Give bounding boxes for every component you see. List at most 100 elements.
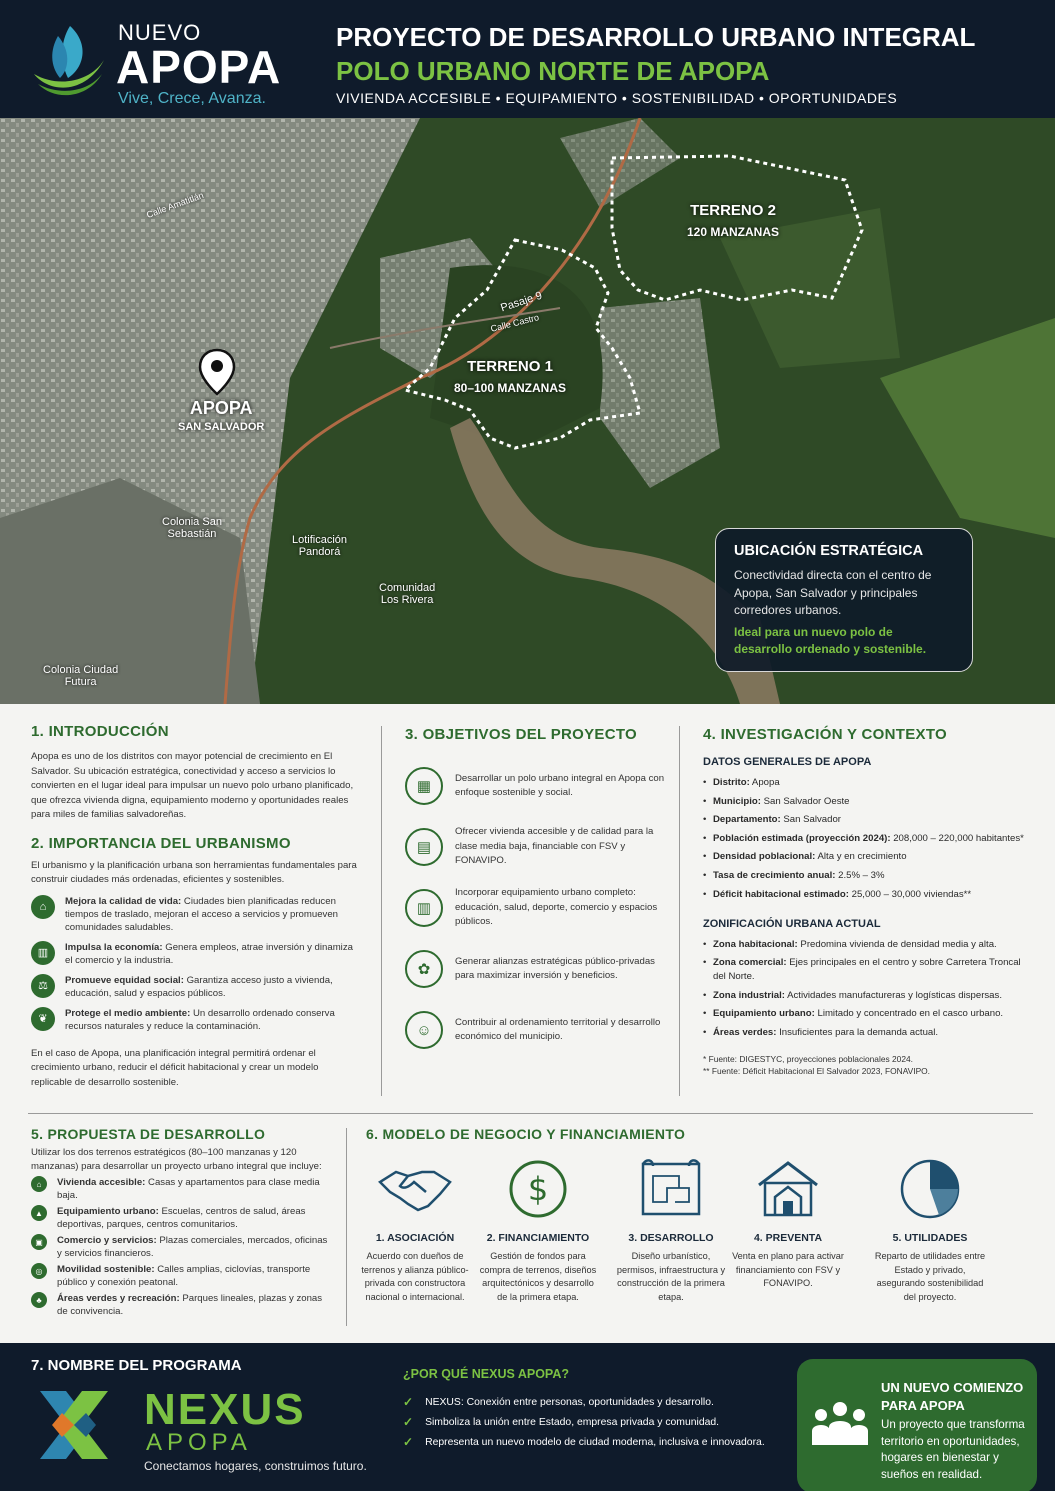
step-title: 3. DESARROLLO xyxy=(628,1232,714,1244)
dato-item: Tasa de crecimiento anual: 2.5% – 3% xyxy=(703,869,1033,883)
dato-item: Déficit habitacional estimado: 25,000 – … xyxy=(703,888,1033,902)
propuesta-item-text: Vivienda accesible: Casas y apartamentos… xyxy=(57,1176,331,1202)
propuesta-item-text: Comercio y servicios: Plazas comerciales… xyxy=(57,1234,331,1260)
dato-item-text: 2.5% – 3% xyxy=(835,869,885,881)
pie-chart-icon xyxy=(870,1158,990,1220)
dato-item: Departamento: San Salvador xyxy=(703,813,1033,827)
why-heading: ¿POR QUÉ NEXUS APOPA? xyxy=(403,1367,569,1381)
zona-item-text: Limitado y concentrado en el casco urban… xyxy=(814,1008,1004,1020)
intro-heading: 1. INTRODUCCIÓN xyxy=(31,723,169,740)
propuesta-item-bold: Movilidad sostenible: xyxy=(57,1264,155,1275)
importancia-closing: En el caso de Apopa, una planificación i… xyxy=(31,1047,319,1088)
svg-text:$: $ xyxy=(528,1170,548,1208)
importancia-item-text: Mejora la calidad de vida: Ciudades bien… xyxy=(65,895,361,934)
programa-heading: 7. NOMBRE DEL PROGRAMA xyxy=(31,1357,242,1374)
objetivo-item: ☺Contribuir al ordenamiento territorial … xyxy=(405,1010,665,1050)
objetivo-text: Generar alianzas estratégicas público-pr… xyxy=(455,955,655,982)
propuesta-heading: 5. PROPUESTA DE DESARROLLO xyxy=(31,1126,266,1142)
house-sale-icon xyxy=(728,1158,848,1220)
footnote-1: * Fuente: DIGESTYC, proyecciones poblaci… xyxy=(703,1053,913,1064)
importancia-item-body: Ciudades bien planificadas reducen tiemp… xyxy=(65,895,339,933)
terreno-2-name: TERRENO 2 xyxy=(690,202,776,219)
why-text: Simboliza la unión entre Estado, empresa… xyxy=(425,1416,720,1428)
terreno-2-label: TERRENO 2 120 MANZANAS xyxy=(678,202,788,239)
propuesta-text: Utilizar los dos terrenos estratégicos (… xyxy=(31,1147,322,1172)
leaf-icon: ❦ xyxy=(31,1006,55,1031)
apopa-leaf-logo-icon xyxy=(34,26,104,96)
blueprint-icon xyxy=(611,1158,731,1220)
handshake-icon xyxy=(355,1158,475,1220)
zona-item-text: Actividades manufactureras y logísticas … xyxy=(784,989,1002,1001)
modelo-heading: 6. MODELO DE NEGOCIO Y FINANCIAMIENTO xyxy=(366,1126,686,1142)
importancia-item: ▥Impulsa la economía: Genera empleos, at… xyxy=(31,940,361,967)
objetivo-text: Contribuir al ordenamiento territorial y… xyxy=(455,1016,661,1043)
zona-item: Zona habitacional: Predomina vivienda de… xyxy=(703,938,1033,952)
propuesta-item: ♣Áreas verdes y recreación: Parques line… xyxy=(31,1292,331,1318)
header-tags: VIVIENDA ACCESIBLE • EQUIPAMIENTO • SOST… xyxy=(336,90,898,106)
importancia-item-bold: Protege el medio ambiente: xyxy=(65,1007,191,1019)
objetivo-text: Incorporar equipamiento urbano completo:… xyxy=(455,887,658,928)
objetivo-item: ✿Generar alianzas estratégicas público-p… xyxy=(405,949,665,989)
zona-item-bold: Zona comercial: xyxy=(713,957,787,969)
importancia-item-body: Garantiza acceso justo a vivienda, educa… xyxy=(65,974,333,999)
intro-text: Apopa es uno de los distritos con mayor … xyxy=(31,751,354,820)
dato-item: Distrito: Apopa xyxy=(703,776,1033,790)
dato-item-text: Apopa xyxy=(749,777,780,788)
step-text: Reparto de utilidades entre Estado y pri… xyxy=(874,1251,986,1302)
pin-sub: SAN SALVADOR xyxy=(178,421,265,433)
bike-icon: ◎ xyxy=(31,1263,47,1279)
dato-item-bold: Densidad poblacional: xyxy=(713,851,816,863)
propuesta-item-text: Áreas verdes y recreación: Parques linea… xyxy=(57,1292,331,1318)
step-title: 4. PREVENTA xyxy=(753,1232,823,1244)
location-pin-icon xyxy=(198,348,236,396)
section-investigacion: 4. INVESTIGACIÓN Y CONTEXTO DATOS GENERA… xyxy=(703,726,1033,1076)
place-colonia-ciudad-futura: Colonia Ciudad Futura xyxy=(43,664,119,688)
place-colonia-san-sebastian: Colonia San Sebastián xyxy=(162,516,222,540)
propuesta-item-body: Escuelas, centros de salud, áreas deport… xyxy=(57,1206,306,1230)
objetivo-item: ▦Desarrollar un polo urbano integral en … xyxy=(405,766,665,806)
propuesta-item: ▲Equipamiento urbano: Escuelas, centros … xyxy=(31,1205,331,1231)
dato-item-text: San Salvador Oeste xyxy=(760,795,850,807)
check-icon: ✓ xyxy=(403,1435,414,1449)
objetivos-list: ▦Desarrollar un polo urbano integral en … xyxy=(405,766,665,1050)
nexus-sub: APOPA xyxy=(146,1429,252,1456)
nuevo-comienzo-card: UN NUEVO COMIENZO PARA APOPA Un proyecto… xyxy=(797,1359,1037,1491)
place-comunidad-los-rivera: Comunidad Los Rivera xyxy=(379,582,436,606)
zona-item: Áreas verdes: Insuficientes para la dema… xyxy=(703,1026,1033,1040)
zona-item-bold: Zona industrial: xyxy=(713,989,785,1001)
importancia-item-body: Genera empleos, atrae inversión y dinami… xyxy=(65,941,353,966)
propuesta-item-body: Casas y apartamentos para clase media ba… xyxy=(57,1177,320,1201)
datos-heading: DATOS GENERALES DE APOPA xyxy=(703,756,872,768)
apopa-pin-label: APOPA SAN SALVADOR xyxy=(178,398,264,433)
investigacion-heading: 4. INVESTIGACIÓN Y CONTEXTO xyxy=(703,726,947,743)
importancia-item-bold: Impulsa la economía: xyxy=(65,941,163,953)
zona-item-bold: Áreas verdes: xyxy=(713,1026,777,1038)
step-text: Venta en plano para activar financiamien… xyxy=(732,1251,844,1288)
facilities-icon: ▥ xyxy=(405,889,443,927)
objetivo-item: ▥ Incorporar equipamiento urbano completo… xyxy=(405,887,665,928)
dato-item-bold: Departamento: xyxy=(713,814,781,826)
importancia-item-body: Un desarrollo ordenado conserva recursos… xyxy=(65,1007,335,1032)
ubicacion-text: Conectividad directa con el centro de Ap… xyxy=(734,568,932,617)
objetivo-item: ▤Ofrecer vivienda accesible y de calidad… xyxy=(405,826,665,867)
datos-list: Distrito: ApopaMunicipio: San Salvador O… xyxy=(703,776,1033,902)
dato-item: Municipio: San Salvador Oeste xyxy=(703,795,1033,809)
importancia-item-text: Promueve equidad social: Garantiza acces… xyxy=(65,974,361,1000)
logo-apopa-text: APOPA xyxy=(116,41,282,93)
step-text: Gestión de fondos para compra de terreno… xyxy=(479,1251,597,1302)
importancia-text: El urbanismo y la planificación urbana s… xyxy=(31,859,357,886)
dato-item-text: 208,000 – 220,000 habitantes* xyxy=(890,832,1024,844)
importancia-item: ⚖Promueve equidad social: Garantiza acce… xyxy=(31,973,361,1000)
dato-item-text: San Salvador xyxy=(780,814,841,826)
map-background xyxy=(0,118,1055,704)
pin-name: APOPA xyxy=(189,398,253,418)
propuesta-list: ⌂Vivienda accesible: Casas y apartamento… xyxy=(31,1176,331,1318)
importancia-item-text: Protege el medio ambiente: Un desarrollo… xyxy=(65,1007,361,1033)
why-text: NEXUS: Conexión entre personas, oportuni… xyxy=(425,1396,714,1408)
home-icon: ⌂ xyxy=(31,894,55,919)
terreno-1-label: TERRENO 1 80–100 MANZANAS xyxy=(450,358,570,395)
dato-item-bold: Distrito: xyxy=(713,777,750,788)
check-icon: ✓ xyxy=(403,1415,414,1429)
